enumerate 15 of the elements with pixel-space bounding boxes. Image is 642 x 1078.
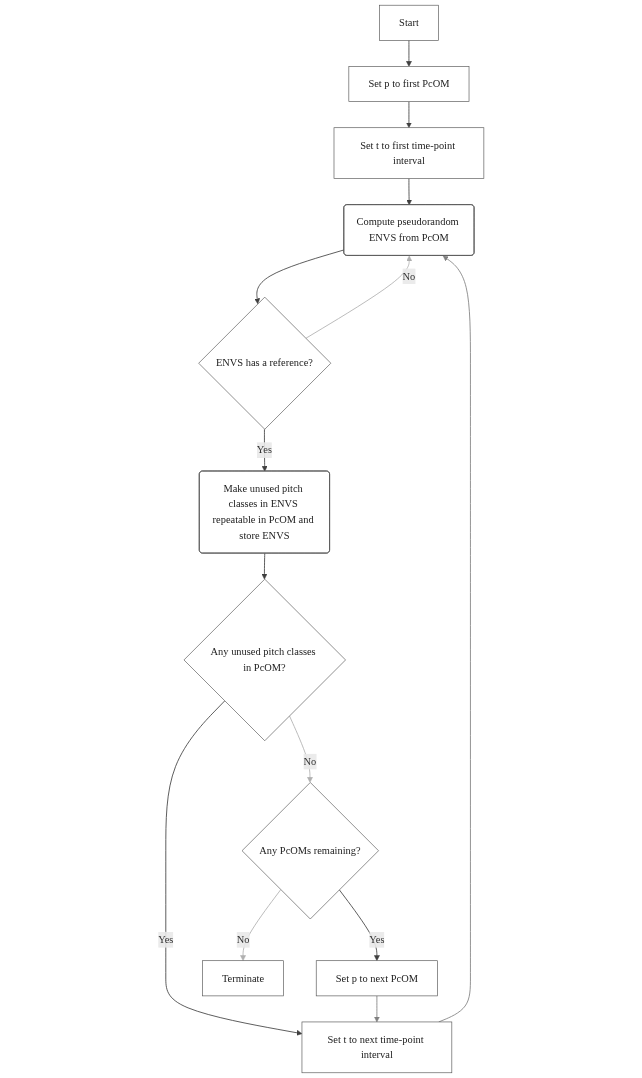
node-box: Set p to next PcOM	[315, 960, 438, 997]
node-box: Terminate	[202, 960, 284, 997]
edge-label: Yes	[369, 933, 385, 946]
edge-label: No	[303, 755, 317, 767]
edge-label: No	[236, 933, 250, 946]
edge-label: Yes	[256, 444, 272, 456]
edge-label: No	[402, 270, 416, 282]
node-box: Set t to first time-point interval	[333, 127, 485, 179]
node-box: Set p to first PcOM	[348, 66, 470, 102]
node-diamond: Any unused pitch classes in PcOM?	[183, 578, 346, 742]
node-box: Set t to next time-point interval	[301, 1021, 453, 1074]
node-box: Start	[379, 4, 439, 41]
edge-label: Yes	[158, 933, 174, 946]
node-diamond: ENVS has a reference?	[198, 296, 332, 430]
node-diamond: Any PcOMs remaining?	[241, 782, 379, 920]
